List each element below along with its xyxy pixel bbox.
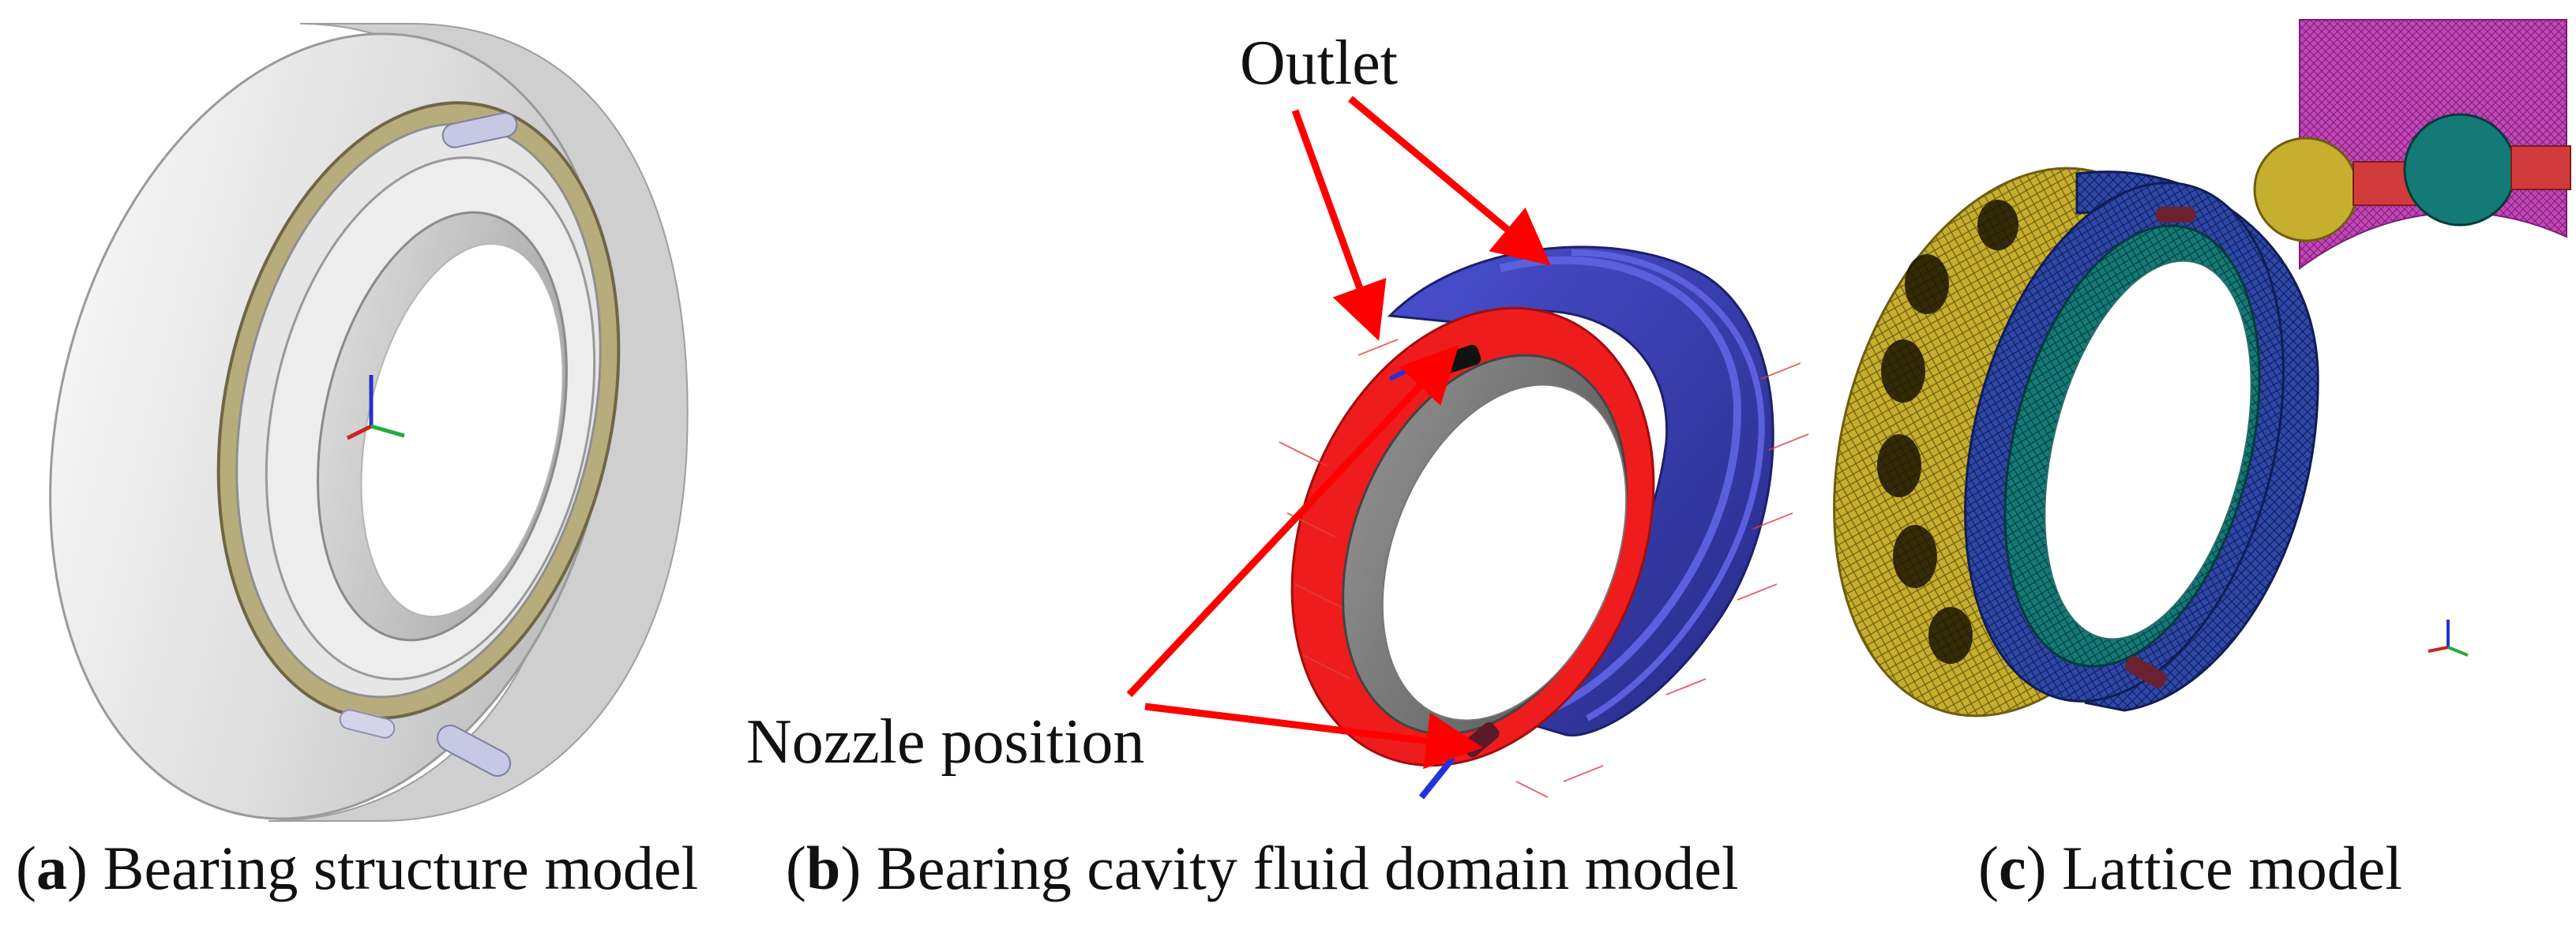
outlet-label: Outlet	[1240, 28, 1398, 98]
fluid-domain-model	[1126, 96, 1809, 800]
caption-c: (c) Lattice model	[1978, 834, 2403, 902]
mesh-bore	[2044, 260, 2252, 640]
axis-triad-icon	[346, 375, 405, 440]
outlet-ridge	[1499, 256, 1742, 714]
outlet-surface	[1387, 245, 1774, 736]
lattice-model	[1833, 19, 2571, 718]
caption-b: (b) Bearing cavity fluid domain model	[786, 834, 1739, 902]
roller-bottom	[436, 725, 512, 777]
outlet-ridge-2	[1571, 249, 1765, 721]
mesh-inset-closeup	[2253, 19, 2571, 270]
bearing-structure-model	[49, 23, 689, 822]
nozzle-position-label: Nozzle position	[746, 707, 1145, 777]
caption-a: (a) Bearing structure model	[16, 834, 699, 902]
inset-ball-yellow	[2253, 137, 2359, 242]
inset-ball-teal	[2403, 113, 2517, 227]
roller-bottom-left	[339, 709, 396, 739]
mesh-roller-pockets	[1877, 200, 2018, 664]
mesh-axis-triad-icon	[2428, 620, 2469, 657]
outlet-arrows	[1291, 96, 1551, 341]
mesh-nozzle-bottom	[2125, 655, 2167, 688]
roller-top	[441, 112, 518, 148]
nozzle-arrows	[1126, 344, 1483, 770]
mesh-nozzle-top	[2156, 207, 2195, 223]
inset-web-right	[2510, 145, 2571, 190]
